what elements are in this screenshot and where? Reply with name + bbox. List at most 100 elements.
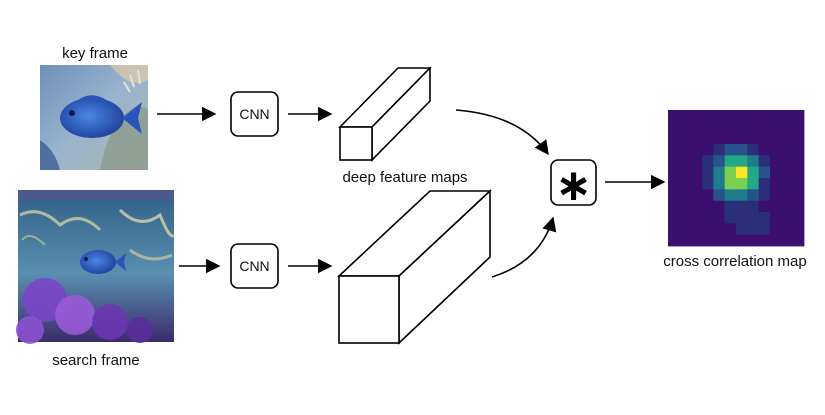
heatmap-cell [758, 178, 771, 190]
key-fish-body [60, 98, 124, 138]
heatmap-cell [713, 223, 726, 236]
heatmap-cell [770, 234, 782, 247]
heatmap-cell [713, 200, 726, 213]
heatmap-cell [690, 121, 703, 134]
heatmap-cell [668, 166, 680, 179]
heatmap-cell [747, 189, 760, 202]
heatmap-cell [668, 212, 680, 224]
cnn-box-bottom: CNN [230, 243, 279, 289]
heatmap-cell [770, 110, 782, 122]
heatmap-cell [713, 132, 726, 145]
heatmap-cell [792, 212, 805, 224]
heatmap-cell [724, 132, 737, 145]
cross-correlation-heatmap [668, 110, 805, 247]
heatmap-cell [690, 200, 703, 213]
heatmap-cell [702, 223, 714, 236]
heatmap-cell [770, 132, 782, 145]
heatmap-cell [736, 144, 748, 156]
heatmap-cell [668, 189, 680, 202]
heatmap-cell [736, 223, 748, 236]
heatmap-cell [724, 234, 737, 247]
heatmap-cell [702, 132, 714, 145]
heatmap-cell [679, 132, 692, 145]
heatmap-cell [792, 178, 805, 190]
heatmap-cell [792, 155, 805, 168]
heatmap-cell [758, 212, 771, 224]
heatmap-cell [724, 144, 737, 156]
search-frame-image [16, 190, 176, 344]
heatmap-cell [668, 144, 680, 156]
heatmap-cell [770, 155, 782, 168]
heatmap-cell [690, 166, 703, 179]
heatmap-cell [668, 155, 680, 168]
heatmap-cell [668, 234, 680, 247]
heatmap-cell [747, 234, 760, 247]
key-feature-cuboid [338, 66, 432, 162]
heatmap-cell [679, 200, 692, 213]
heatmap-cell [781, 155, 794, 168]
key-frame-label: key frame [62, 45, 128, 62]
heatmap-cell [770, 166, 782, 179]
heatmap-cell [702, 200, 714, 213]
arrow-search-features-to-correlation [491, 216, 557, 278]
search-feature-cuboid [336, 189, 493, 345]
heatmap-cell [702, 110, 714, 122]
heatmap-cell [724, 189, 737, 202]
heatmap-cell [770, 144, 782, 156]
heatmap-cell [668, 223, 680, 236]
heatmap-cell [747, 166, 760, 179]
heatmap-cell [736, 121, 748, 134]
heatmap-cell [758, 110, 771, 122]
cnn-top-label: CNN [239, 106, 269, 122]
heatmap-cell [713, 189, 726, 202]
heatmap-cell [702, 155, 714, 168]
cnn-bottom-label: CNN [239, 258, 269, 274]
heatmap-cell [690, 223, 703, 236]
heatmap-cell [724, 110, 737, 122]
heatmap-cell [792, 223, 805, 236]
heatmap-cell [747, 132, 760, 145]
heatmap-cell [724, 121, 737, 134]
heatmap-cell [724, 200, 737, 213]
heatmap-cell [679, 166, 692, 179]
heatmap-cell [702, 121, 714, 134]
heatmap-cell [758, 234, 771, 247]
heatmap-cell [747, 144, 760, 156]
cnn-box-top: CNN [230, 91, 279, 137]
heatmap-cell [713, 121, 726, 134]
heatmap-cell [736, 189, 748, 202]
heatmap-cell [781, 178, 794, 190]
heatmap-cell [736, 166, 748, 179]
heatmap-cell [736, 234, 748, 247]
heatmap-cell [792, 234, 805, 247]
heatmap-cell [668, 132, 680, 145]
heatmap-cell [679, 110, 692, 122]
heatmap-cell [758, 132, 771, 145]
heatmap-cell [668, 110, 680, 122]
heatmap-cell [702, 144, 714, 156]
heatmap-cell [679, 223, 692, 236]
heatmap-cell [770, 121, 782, 134]
heatmap-cell [747, 155, 760, 168]
heatmap-cell [770, 200, 782, 213]
heatmap-cell [679, 212, 692, 224]
heatmap-cell [702, 212, 714, 224]
heatmap-cell [724, 212, 737, 224]
heatmap-cell [770, 212, 782, 224]
heatmap-cell [758, 121, 771, 134]
heatmap-cell [713, 178, 726, 190]
heatmap-cell [702, 166, 714, 179]
heatmap-cell [679, 144, 692, 156]
heatmap-cell [724, 223, 737, 236]
heatmap-cell [747, 121, 760, 134]
search-fish-body [80, 250, 116, 274]
heatmap-cell [736, 132, 748, 145]
heatmap-cell [758, 200, 771, 213]
heatmap-cell [702, 189, 714, 202]
heatmap-cell [690, 212, 703, 224]
heatmap-cell [781, 132, 794, 145]
heatmap-cell [702, 234, 714, 247]
heatmap-cell [668, 178, 680, 190]
heatmap-cell [758, 223, 771, 236]
